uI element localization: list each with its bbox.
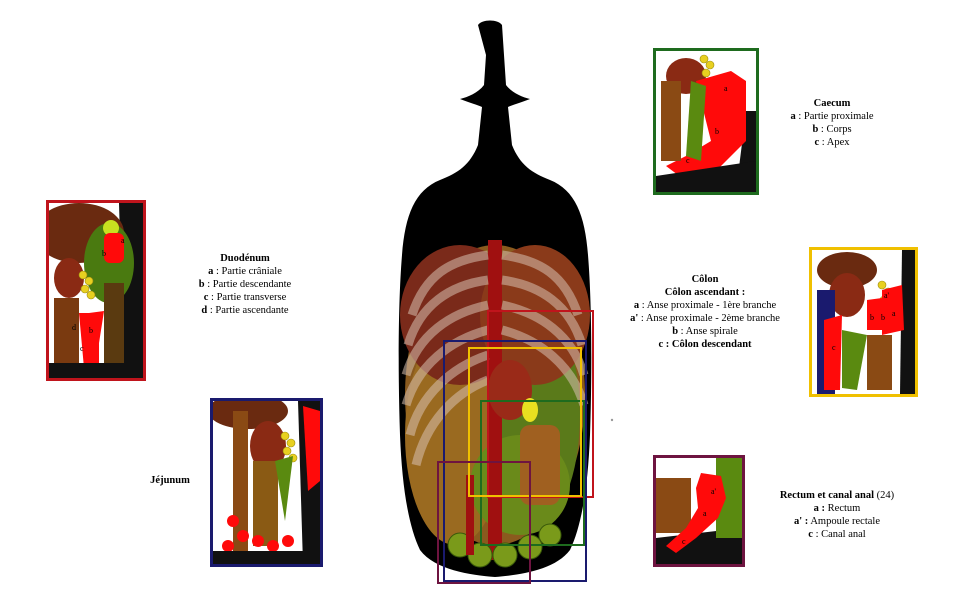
- rectum-panel[interactable]: a' a c: [653, 455, 745, 567]
- horse-anatomy-figure: [370, 15, 620, 590]
- colon-marker-a: a: [892, 309, 896, 318]
- duodenum-line-d: d : Partie ascendante: [201, 305, 289, 316]
- jejunum-title: Jéjunum: [150, 475, 190, 486]
- duodenum-marker-d: d: [72, 323, 76, 332]
- colon-marker-b: b: [870, 313, 874, 322]
- rectum-legend: Rectum et canal anal (24) a : Rectum a' …: [762, 489, 912, 541]
- caecum-region-box[interactable]: [480, 400, 585, 546]
- duodenum-marker-b2: b: [89, 326, 93, 335]
- caecum-line-b: b : Corps: [812, 124, 852, 135]
- caecum-line-c: c : Apex: [814, 137, 850, 148]
- duodenum-panel[interactable]: a b d b c: [46, 200, 146, 381]
- caecum-panel[interactable]: a b c: [653, 48, 759, 195]
- duodenum-line-a: a : Partie crâniale: [208, 266, 282, 277]
- jejunum-legend: Jéjunum: [135, 474, 205, 487]
- colon-line-b: b : Anse spirale: [672, 326, 738, 337]
- jejunum-panel[interactable]: [210, 398, 323, 567]
- colon-region-box[interactable]: [468, 347, 582, 497]
- colon-subtitle: Côlon ascendant :: [664, 287, 746, 298]
- colon-illustration: a' b b a c: [812, 250, 915, 394]
- duodenum-marker-a: a: [121, 236, 125, 245]
- colon-line-a-prime: a' : Anse proximale - 2ème branche: [630, 313, 780, 324]
- duodenum-title: Duodénum: [220, 253, 270, 264]
- colon-title: Côlon: [691, 274, 719, 285]
- rectum-illustration: a' a c: [656, 458, 742, 564]
- rectum-marker-a-prime: a': [711, 487, 717, 496]
- rectum-region-box[interactable]: [437, 461, 531, 584]
- duodenum-marker-c: c: [80, 344, 84, 353]
- duodenum-line-b: b : Partie descendante: [198, 279, 292, 290]
- duodenum-region-box[interactable]: [487, 310, 594, 498]
- jejunum-illustration: [213, 401, 320, 564]
- rectum-title-suffix: (24): [874, 490, 895, 501]
- duodenum-marker-b: b: [102, 249, 106, 258]
- caecum-title: Caecum: [813, 98, 851, 109]
- caecum-line-a: a : Partie proximale: [790, 111, 874, 122]
- caecum-illustration: a b c: [656, 51, 756, 192]
- duodenum-line-c: c : Partie transverse: [203, 292, 287, 303]
- caecum-marker-a: a: [724, 84, 728, 93]
- rectum-line-a-prime: a' : Ampoule rectale: [793, 516, 881, 527]
- colon-line-c: c : Côlon descendant: [658, 339, 752, 350]
- rectum-line-c: c : Canal anal: [808, 529, 866, 540]
- colon-line-a: a : Anse proximale - 1ère branche: [633, 300, 777, 311]
- duodenum-legend: Duodénum a : Partie crâniale b : Partie …: [180, 252, 310, 317]
- caecum-marker-b: b: [715, 127, 719, 136]
- colon-marker-a-prime: a': [884, 291, 890, 300]
- caecum-legend: Caecum a : Partie proximale b : Corps c …: [772, 97, 892, 149]
- rectum-marker-a: a: [703, 509, 707, 518]
- colon-panel[interactable]: a' b b a c: [809, 247, 918, 397]
- rectum-line-a: a : Rectum: [813, 503, 861, 514]
- caecum-marker-c: c: [686, 156, 690, 165]
- colon-marker-b2: b: [881, 313, 885, 322]
- rectum-marker-c: c: [682, 537, 686, 546]
- duodenum-illustration: a b d b c: [49, 203, 143, 378]
- colon-legend: Côlon Côlon ascendant : a : Anse proxima…: [615, 273, 795, 351]
- colon-marker-c: c: [832, 343, 836, 352]
- rectum-title: Rectum et canal anal: [779, 490, 875, 501]
